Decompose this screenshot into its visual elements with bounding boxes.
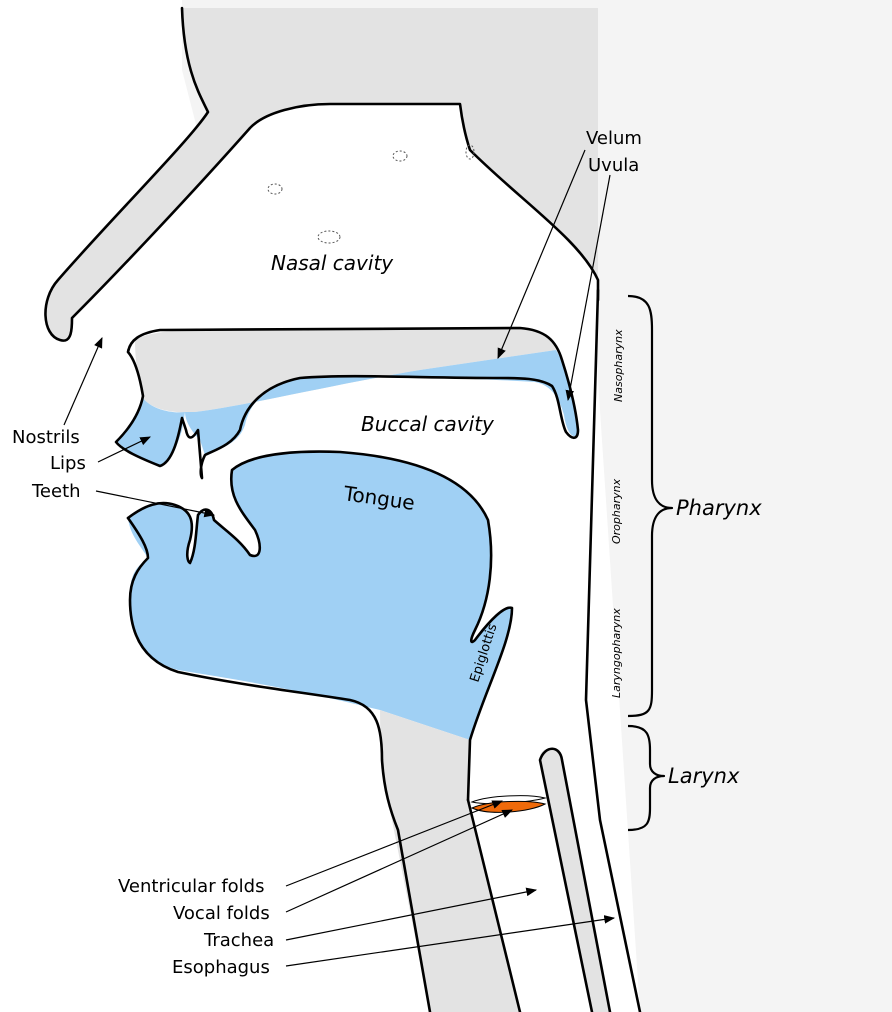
uvula-label: Uvula [588,155,639,176]
larynx-label: Larynx [668,764,740,788]
teeth-label: Teeth [31,481,81,502]
throat-tissue [380,710,520,1012]
buccal-cavity-label: Buccal cavity [361,412,495,436]
laryngopharynx-label: Laryngopharynx [610,608,623,698]
nasal-cavity-label: Nasal cavity [271,251,394,275]
esophagus-wall [540,748,610,1012]
vocal-folds-label: Vocal folds [173,903,270,924]
oropharynx-label: Oropharynx [610,478,623,544]
nostrils-label: Nostrils [12,427,80,448]
lips-label: Lips [50,453,86,474]
nasopharynx-label: Nasopharynx [612,329,625,402]
trachea-label: Trachea [203,930,274,951]
velum-label: Velum [586,128,642,149]
nostrils-arrow [64,338,102,425]
ventricular-folds-label: Ventricular folds [118,876,264,897]
pharynx-label: Pharynx [676,496,762,520]
esophagus-label: Esophagus [172,957,270,978]
